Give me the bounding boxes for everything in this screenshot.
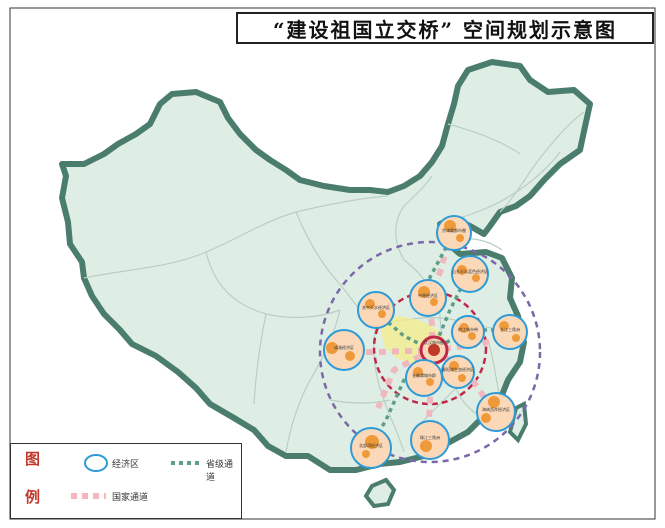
outer-ring (318, 240, 542, 464)
legend: 图 例 经济区 省级通道 国家通道 (10, 443, 242, 519)
zone-changjiang[interactable] (492, 314, 528, 350)
zone-zhusanjiao[interactable] (410, 420, 450, 460)
zone-label-changjiang: 长江三角洲 (500, 326, 520, 332)
zone-poyang[interactable] (441, 355, 475, 389)
zone-nodes (323, 215, 528, 469)
zone-label-guanzhong: 关中天水经济区 (362, 304, 390, 310)
zone-zhongyuan[interactable] (409, 279, 447, 317)
map-title: “建设祖国立交桥” 空间规划示意图 (236, 12, 654, 44)
zone-label-shandong: 山东半岛蓝色经济区 (452, 268, 488, 274)
zone-guanzhong[interactable] (357, 291, 395, 329)
zone-label-jingjinji: 京津冀都市圈 (442, 227, 466, 233)
map-title-text: “建设祖国立交桥” 空间规划示意图 (273, 17, 617, 42)
zone-label-changzhutan: 长株潭城市群 (412, 372, 436, 378)
page-frame (9, 7, 656, 520)
zone-label-zhongyuan: 中原经济区 (418, 292, 438, 298)
zone-label-beibuwan: 北部湾经济区 (359, 442, 383, 448)
legend-heading-bottom: 例 (25, 488, 41, 506)
zone-haixi[interactable] (476, 392, 516, 432)
zone-wanjiang[interactable] (451, 315, 485, 349)
zone-chengyu[interactable] (323, 329, 365, 371)
zone-label-poyang: 鄱阳湖生态经济区 (442, 366, 474, 372)
province-boundaries (83, 111, 585, 453)
zone-labels: 京津冀都市圈 山东半岛蓝色经济区 中原经济区 关中天水经济区 成渝经济区 武汉城… (334, 227, 520, 448)
hainan-island (363, 477, 397, 509)
zone-label-chengyu: 成渝经济区 (334, 344, 354, 350)
legend-economic-zone-label: 经济区 (112, 460, 140, 470)
zone-wuhan[interactable] (419, 335, 449, 365)
zone-jingjinji[interactable] (436, 215, 472, 251)
legend-provincial-channel-label: 省级通道 (206, 460, 234, 483)
zone-label-haixi: 海峡西岸经济区 (482, 406, 510, 412)
zone-beibuwan[interactable] (350, 427, 392, 469)
zone-shandong[interactable] (451, 255, 489, 293)
zone-label-zhusanjiao: 珠江三角洲 (420, 434, 440, 440)
legend-zone-ring-icon (84, 454, 108, 472)
zone-label-wanjiang: 皖江城市带 (458, 326, 478, 332)
legend-heading-top: 图 (25, 450, 41, 468)
zone-changzhutan[interactable] (405, 359, 443, 397)
legend-symbols (71, 454, 201, 499)
zone-label-wuhan: 武汉城市圈 (424, 339, 444, 345)
legend-national-channel-label: 国家通道 (112, 493, 149, 503)
